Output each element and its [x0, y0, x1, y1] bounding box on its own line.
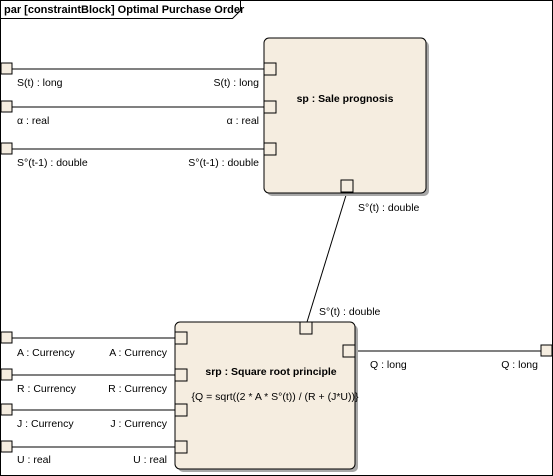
srp-port-r[interactable] [174, 368, 188, 382]
srp-label-r: R : Currency [108, 383, 168, 395]
sp-port-so-t[interactable] [340, 179, 354, 193]
block-name: srp : Square root principle [205, 366, 336, 378]
block-sale-prognosis[interactable]: sp : Sale prognosis [263, 37, 429, 196]
block-body [263, 37, 427, 194]
srp-label-q: Q : long [370, 359, 407, 371]
boundary-port-r[interactable] [0, 368, 13, 381]
srp-port-u[interactable] [174, 440, 188, 454]
boundary-label-r: R : Currency [17, 383, 77, 395]
boundary-port-a[interactable] [0, 331, 13, 344]
boundary-port-u[interactable] [0, 440, 13, 453]
boundary-label-q: Q : long [501, 359, 538, 371]
connector-so-t [306, 191, 348, 323]
boundary-label-s-t: S(t) : long [17, 77, 63, 89]
frame-title: par [constraintBlock] Optimal Purchase O… [4, 4, 245, 16]
srp-port-so-t[interactable] [299, 321, 313, 335]
block-name: sp : Sale prognosis [297, 93, 394, 105]
connectors [12, 68, 541, 448]
boundary-port-alpha[interactable] [0, 100, 13, 113]
srp-label-j: J : Currency [110, 418, 167, 430]
frame-title-tab [0, 0, 241, 19]
boundary-port-s-t[interactable] [0, 62, 13, 75]
boundary-port-so-prev[interactable] [0, 142, 13, 155]
srp-port-q[interactable] [342, 344, 356, 358]
srp-port-j[interactable] [174, 403, 188, 417]
constraint-formula: {Q = sqrt((2 * A * S°(t)) / (R + (J*U))} [192, 391, 359, 403]
boundary-label-alpha: α : real [17, 115, 49, 127]
sp-label-s-t: S(t) : long [213, 77, 259, 89]
boundary-label-j: J : Currency [17, 418, 74, 430]
sp-label-so-t: S°(t) : double [358, 202, 420, 214]
boundary-port-q[interactable] [540, 344, 553, 357]
sp-label-so-prev: S°(t-1) : double [188, 157, 259, 169]
srp-label-so-t: S°(t) : double [319, 306, 381, 318]
srp-label-u: U : real [133, 454, 167, 466]
sp-port-s-t[interactable] [263, 62, 277, 76]
srp-port-a[interactable] [174, 331, 188, 345]
block-square-root-principle[interactable]: srp : Square root principle {Q = sqrt((2… [174, 321, 359, 472]
boundary-label-u: U : real [17, 454, 51, 466]
boundary-port-j[interactable] [0, 403, 13, 416]
boundary-label-so-prev: S°(t-1) : double [17, 157, 88, 169]
labels: S(t) : long α : real S°(t-1) : double A … [17, 77, 538, 466]
sp-port-so-prev[interactable] [263, 142, 277, 156]
srp-label-a: A : Currency [109, 347, 168, 359]
ports [0, 62, 553, 454]
block-body [174, 321, 356, 470]
sp-label-alpha: α : real [227, 115, 259, 127]
boundary-label-a: A : Currency [17, 347, 76, 359]
sp-port-alpha[interactable] [263, 100, 277, 114]
